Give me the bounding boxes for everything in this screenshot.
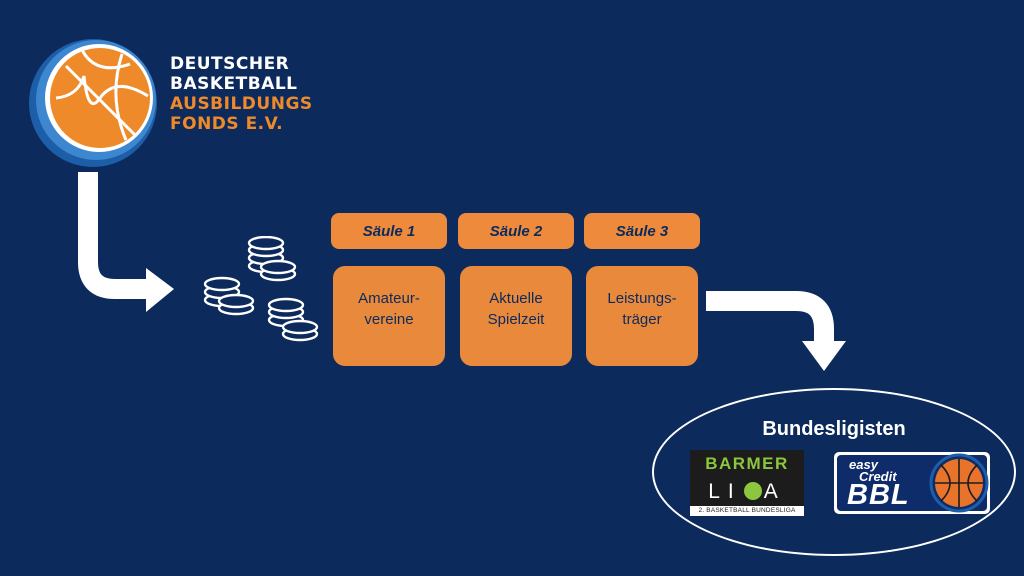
pillar-1-box: Amateur- vereine xyxy=(331,264,447,368)
basketball-logo-icon xyxy=(26,36,160,170)
bundesligisten-title: Bundesligisten xyxy=(762,418,906,440)
coins-icon xyxy=(196,235,326,348)
basketball-icon xyxy=(743,482,762,500)
logo-line: FONDS E.V. xyxy=(170,114,284,134)
pillar-3-header: Säule 3 xyxy=(584,213,700,249)
bbl-easy-text: easy xyxy=(849,457,878,472)
bbl-inner: easy Credit BBL xyxy=(837,453,989,513)
bundesliga-ellipse xyxy=(652,388,1016,556)
logo-line: AUSBILDUNGS xyxy=(170,94,313,114)
barmer-subtitle: 2. BASKETBALL BUNDESLIGA xyxy=(698,507,796,514)
barmer-liga-logo: BARMER LI A 2. BASKETBALL BUNDESLIGA xyxy=(690,450,804,516)
bbl-text: BBL xyxy=(847,479,910,511)
logo-line: DEUTSCHER xyxy=(170,54,290,74)
pillar-2-header: Säule 2 xyxy=(458,213,574,249)
barmer-top-text: BARMER xyxy=(690,450,804,478)
pillar-1-header: Säule 1 xyxy=(331,213,447,249)
pillar-2-box: Aktuelle Spielzeit xyxy=(458,264,574,368)
pillar-3-box: Leistungs- träger xyxy=(584,264,700,368)
barmer-liga-text: LI A xyxy=(690,478,804,506)
basketball-icon xyxy=(929,453,989,513)
bbl-credit-text: Credit xyxy=(859,469,897,484)
logo-line: BASKETBALL xyxy=(170,74,298,94)
arrow-right-down-icon xyxy=(706,283,856,375)
barmer-liga-right: A xyxy=(763,480,786,503)
easycredit-bbl-logo: easy Credit BBL xyxy=(834,452,990,514)
arrow-down-right-icon xyxy=(78,172,178,322)
barmer-liga-left: LI xyxy=(708,480,742,503)
logo-text: DEUTSCHER BASKETBALL AUSBILDUNGS FONDS E… xyxy=(170,54,313,134)
